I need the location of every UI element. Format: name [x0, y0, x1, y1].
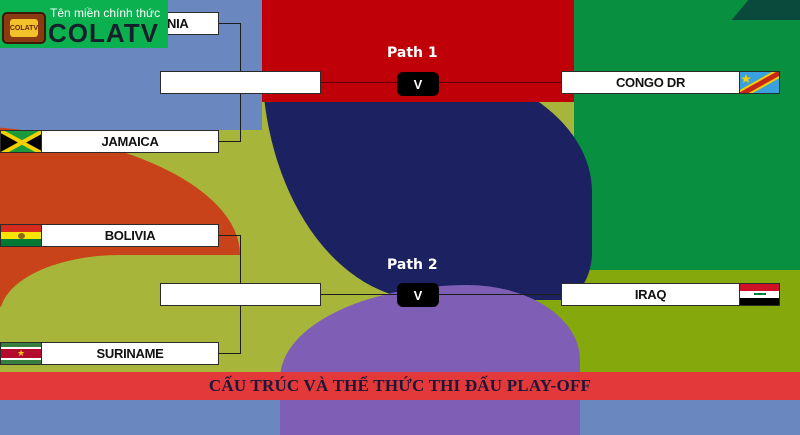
team-slot-bolivia: BOLIVIA	[41, 224, 219, 247]
team-slot-suriname: SURINAME	[41, 342, 219, 365]
winner-slot-path1-left	[160, 71, 321, 94]
path1-label: Path 1	[387, 45, 438, 61]
path1-vs-badge: V	[397, 72, 439, 96]
banner-title: CẤU TRÚC VÀ THỂ THỨC THI ĐẤU PLAY-OFF	[208, 376, 592, 395]
logo-tagline: Tên miền chính thức	[50, 6, 161, 20]
team-name: NIA	[167, 16, 189, 31]
team-name: BOLIVIA	[104, 228, 156, 243]
background-green	[574, 0, 800, 300]
team-name: CONGO DR	[615, 75, 686, 90]
dr-congo-flag-icon	[739, 71, 780, 94]
iraq-flag-icon	[739, 283, 780, 306]
team-slot-jamaica: JAMAICA	[41, 130, 219, 153]
path2-vs-badge: V	[397, 283, 439, 307]
bracket-line	[218, 23, 240, 24]
jamaica-flag-icon	[0, 130, 42, 153]
bracket-line	[218, 141, 240, 142]
team-name: JAMAICA	[101, 134, 159, 149]
tv-icon: COLATV	[2, 12, 46, 44]
team-slot-iraq: IRAQ	[561, 283, 740, 306]
path2-label: Path 2	[387, 257, 438, 273]
team-name: SURINAME	[96, 346, 164, 361]
winner-slot-path2-left	[160, 283, 321, 306]
path1-connector-line	[320, 82, 562, 83]
bolivia-flag-icon	[0, 224, 42, 247]
suriname-flag-icon: ★	[0, 342, 42, 365]
path2-connector-line	[320, 294, 562, 295]
team-name: IRAQ	[634, 287, 667, 302]
team-slot-congo: CONGO DR	[561, 71, 740, 94]
team-slot-top: NIA	[160, 12, 219, 35]
bracket-line	[218, 353, 240, 354]
title-banner: CẤU TRÚC VÀ THỂ THỨC THI ĐẤU PLAY-OFF	[0, 372, 800, 400]
bracket-line	[218, 235, 240, 236]
colatv-logo[interactable]: COLATV Tên miền chính thức COLATV	[0, 0, 168, 48]
logo-name: COLATV	[48, 18, 159, 48]
